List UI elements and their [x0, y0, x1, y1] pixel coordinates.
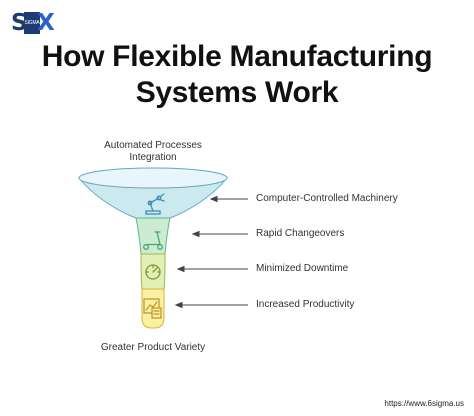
scooter-icon [143, 231, 163, 250]
funnel-top-label: Automated Processes Integration [78, 140, 228, 164]
logo-inner-text: SIGMA [24, 12, 40, 34]
stage-arrows [174, 195, 248, 309]
page-title-line-1: How Flexible Manufacturing [41, 40, 433, 73]
footer-url[interactable]: https://www.6sigma.us [384, 399, 464, 408]
page-title-line-2: Systems Work [135, 76, 339, 109]
funnel-rim [78, 167, 228, 189]
stage-label-increased-productivity: Increased Productivity [256, 299, 355, 310]
stage-label-minimized-downtime: Minimized Downtime [256, 263, 349, 274]
six-sigma-logo: S SIGMA X [10, 8, 58, 42]
funnel-segment-2 [135, 217, 171, 255]
speedometer-icon [145, 264, 161, 280]
logo-letter-x: X [37, 10, 55, 36]
stage-label-rapid-changeovers: Rapid Changeovers [256, 228, 345, 239]
stage-label-computer-controlled-machinery: Computer-Controlled Machinery [256, 193, 398, 204]
funnel-top-label-line-1: Automated Processes [104, 140, 202, 151]
funnel-bottom-label: Greater Product Variety [100, 342, 206, 353]
chart-calculator-icon [143, 298, 162, 319]
logo-letter-s: S [11, 10, 28, 36]
robotic-arm-icon [145, 193, 165, 215]
funnel-top-label-line-2: Integration [129, 152, 177, 163]
